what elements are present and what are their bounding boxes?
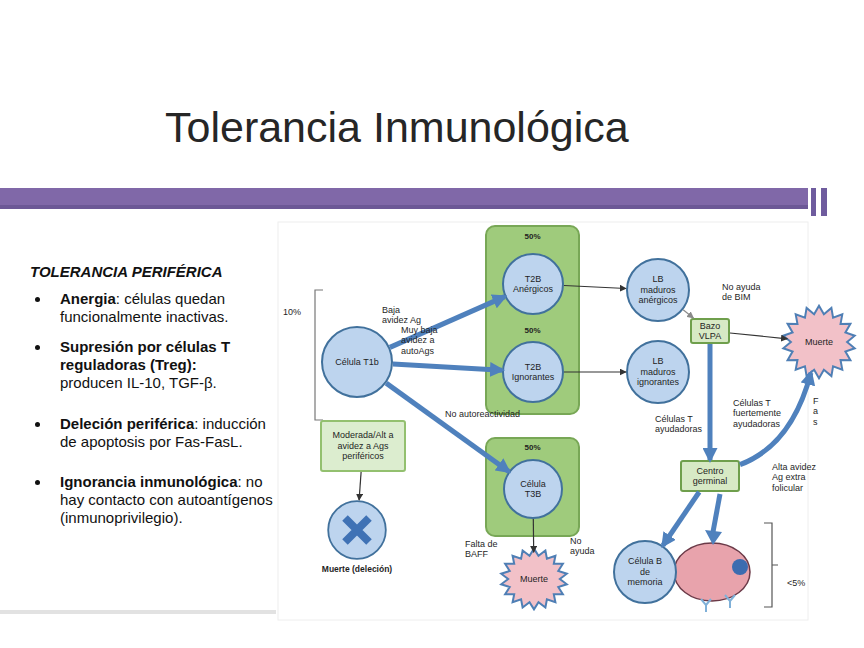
section-heading: TOLERANCIA PERIFÉRICA (30, 263, 223, 280)
thin-arrow (533, 519, 535, 552)
note-label: Falta de BAFF (465, 539, 505, 560)
cell-circle: LB maduros anérgicos (626, 258, 690, 322)
note-label: Células T ayudadoras (655, 414, 705, 435)
condition-label: No autoreactividad (445, 409, 520, 419)
percent-bracket (764, 523, 778, 607)
bullet-text: Ignorancia inmunológica: no hay contacto… (60, 473, 278, 527)
bullet-description: producen IL-10, TGF-β. (60, 374, 278, 392)
note-label: No ayuda (570, 536, 600, 557)
node-text: Muerte (511, 574, 557, 584)
plasma-arrow-head (705, 530, 722, 545)
band-bar (811, 188, 816, 216)
node-text: Célula T1b (335, 357, 379, 367)
cell-circle: LB maduros ignorantes (626, 340, 690, 404)
thin-arrow (564, 371, 626, 372)
cell-circle: Célula T3B (503, 459, 563, 519)
node-text: Bazo VLPA (695, 321, 725, 342)
bullet-text: Supresión por células T reguladoras (Tre… (60, 338, 278, 392)
population-box: 50% Célula T3B (485, 437, 580, 537)
antibody-symbol (701, 599, 711, 612)
starburst-shape (783, 306, 854, 379)
plasma-arrow (713, 494, 720, 532)
node-text: 50% (487, 443, 578, 452)
bullet-dot (35, 345, 40, 350)
node-text: Célula B de memoria (625, 556, 665, 587)
title-band (0, 188, 808, 209)
thick-arrow (386, 383, 509, 471)
note-label: No ayuda de BIM (722, 282, 768, 303)
node-text: T2B Anérgicos (511, 274, 555, 295)
bullet-dot (35, 480, 40, 485)
bullet-text: Deleción periférica: inducción de apopto… (60, 415, 278, 451)
thin-arrow (564, 286, 626, 289)
bullet-text: Anergia: células quedan funcionalmente i… (60, 290, 278, 326)
bullet-dot (35, 297, 40, 302)
starburst-shape (501, 549, 567, 610)
deletion-x (345, 518, 369, 542)
deletion-symbol (327, 500, 387, 560)
condition-label: Muy baja avidez a autoAgs (401, 325, 451, 356)
cell-circle: T2B Anérgicos (502, 253, 564, 315)
bullet-term: Supresión por células T reguladoras (Tre… (60, 338, 230, 373)
bullet-dot (35, 422, 40, 427)
shadow-line (0, 610, 276, 614)
thick-arrow (393, 364, 502, 370)
population-box: 50% 50% T2B AnérgicosT2B Ignorantes (485, 225, 580, 415)
node-text: LB maduros anérgicos (637, 274, 679, 305)
node-text: 50% (487, 326, 578, 335)
node-text: LB maduros ignorantes (637, 356, 679, 387)
process-box: Bazo VLPA (690, 318, 730, 344)
node-text: 50% (487, 232, 578, 241)
deletion-circle-shape (328, 501, 386, 559)
antibody-symbol (725, 595, 735, 608)
thin-arrow (683, 310, 693, 318)
thin-arrow (359, 472, 361, 500)
death-starburst: Muerte (782, 305, 856, 379)
percent-label: <5% (787, 578, 805, 588)
condition-box: Moderada/Alt a avidez a Ags periféricos (320, 420, 406, 472)
cell-circle: Célula T1b (321, 326, 393, 398)
band-bar (821, 188, 827, 216)
diagram-panel (278, 222, 808, 620)
cell-circle: Célula B de memoria (613, 540, 677, 604)
process-box: Centro germinal (680, 460, 740, 492)
bullet-term: Ignorancia inmunológica (60, 473, 238, 490)
note-label: Alta avidez Ag extra folicular (772, 462, 818, 493)
node-text: Muerte (794, 337, 844, 347)
molecule-label: F a s (813, 396, 820, 427)
deletion-circle: Muerte (deleción) (327, 500, 387, 560)
death-starburst: Muerte (500, 548, 568, 610)
title-band-shade (0, 205, 808, 209)
cell-circle: T2B Ignorantes (502, 341, 564, 403)
plasma-nucleus (732, 559, 748, 575)
percent-label: 10% (283, 307, 301, 317)
thick-arrow (708, 344, 713, 460)
node-text: Moderada/Alt a avidez a Ags periféricos (327, 430, 399, 461)
bullet-term: Anergia (60, 290, 116, 307)
plasma-cell (674, 543, 750, 601)
node-text: Célula T3B (513, 479, 553, 500)
slide-title: Tolerancia Inmunológica (165, 103, 629, 152)
node-text: Muerte (deleción) (302, 565, 412, 575)
note-label: Células T fuertemente ayudadoras (733, 398, 789, 429)
condition-label: Baja avidez Ag (382, 305, 424, 326)
node-text: T2B Ignorantes (511, 362, 555, 383)
bullet-term: Deleción periférica (60, 415, 194, 432)
node-text: Centro germinal (688, 466, 732, 487)
thin-arrow (730, 333, 787, 339)
thick-arrow (663, 492, 699, 546)
